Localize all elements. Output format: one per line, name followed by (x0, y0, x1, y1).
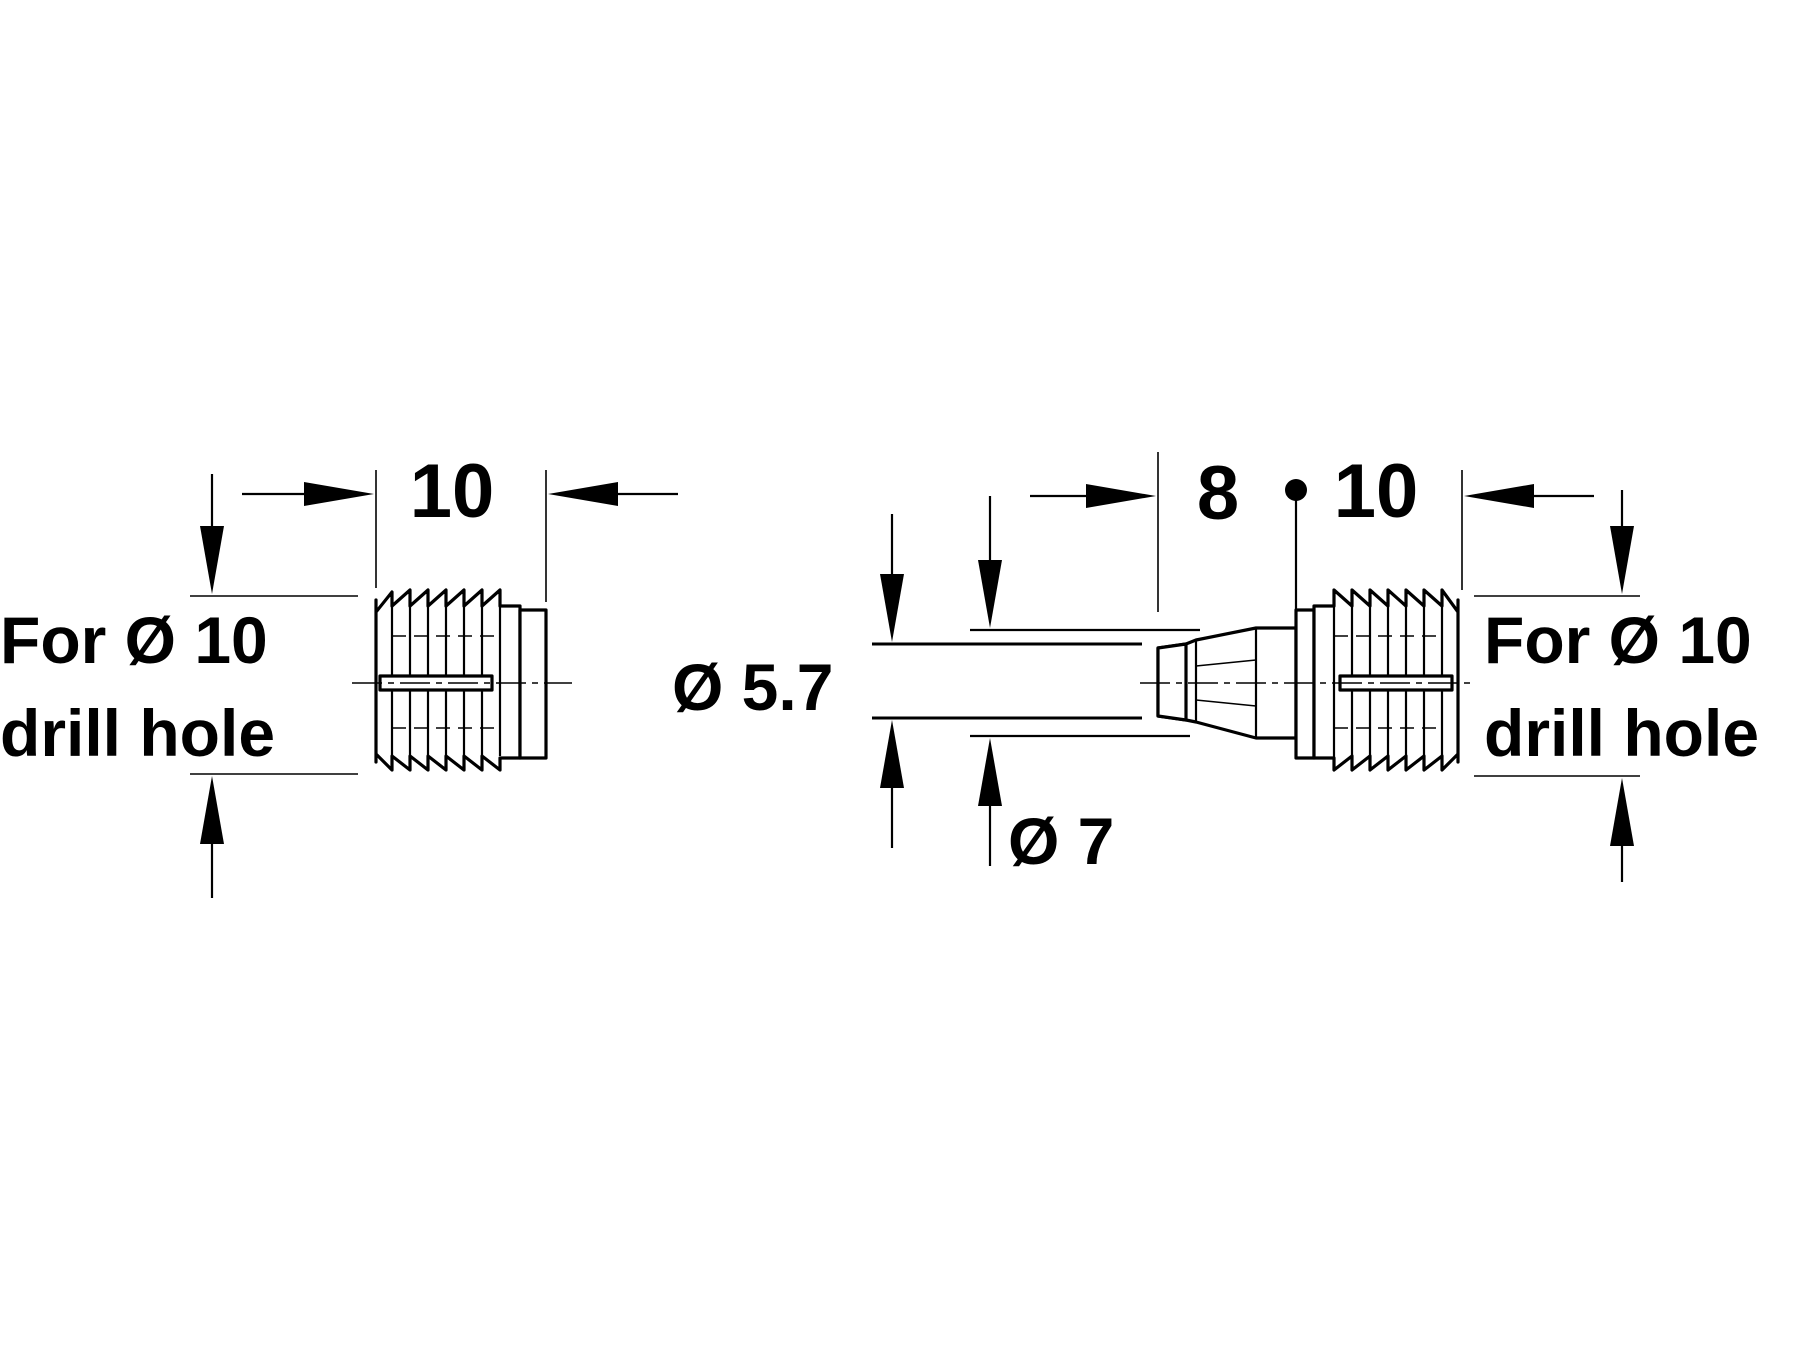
left-insert: 10 For Ø 10 drill hole (0, 449, 678, 898)
right-assembly: 8 10 Ø 5.7 Ø 7 For Ø 10 drill hole (672, 449, 1759, 882)
right-note-line1: For Ø 10 (1484, 603, 1752, 677)
right-insert-flange (1294, 608, 1316, 760)
diameter-outer-label: Ø 7 (1008, 804, 1114, 878)
right-length-label-a: 8 (1197, 451, 1239, 536)
left-insert-flange (518, 608, 548, 760)
right-note-line2: drill hole (1484, 696, 1759, 770)
left-note-line2: drill hole (0, 696, 275, 770)
right-length-label-b: 10 (1334, 449, 1419, 534)
left-width-label: 10 (410, 449, 495, 534)
left-note-line1: For Ø 10 (0, 603, 268, 677)
pin-collar (1156, 642, 1188, 722)
diameter-inner-label: Ø 5.7 (672, 650, 833, 724)
